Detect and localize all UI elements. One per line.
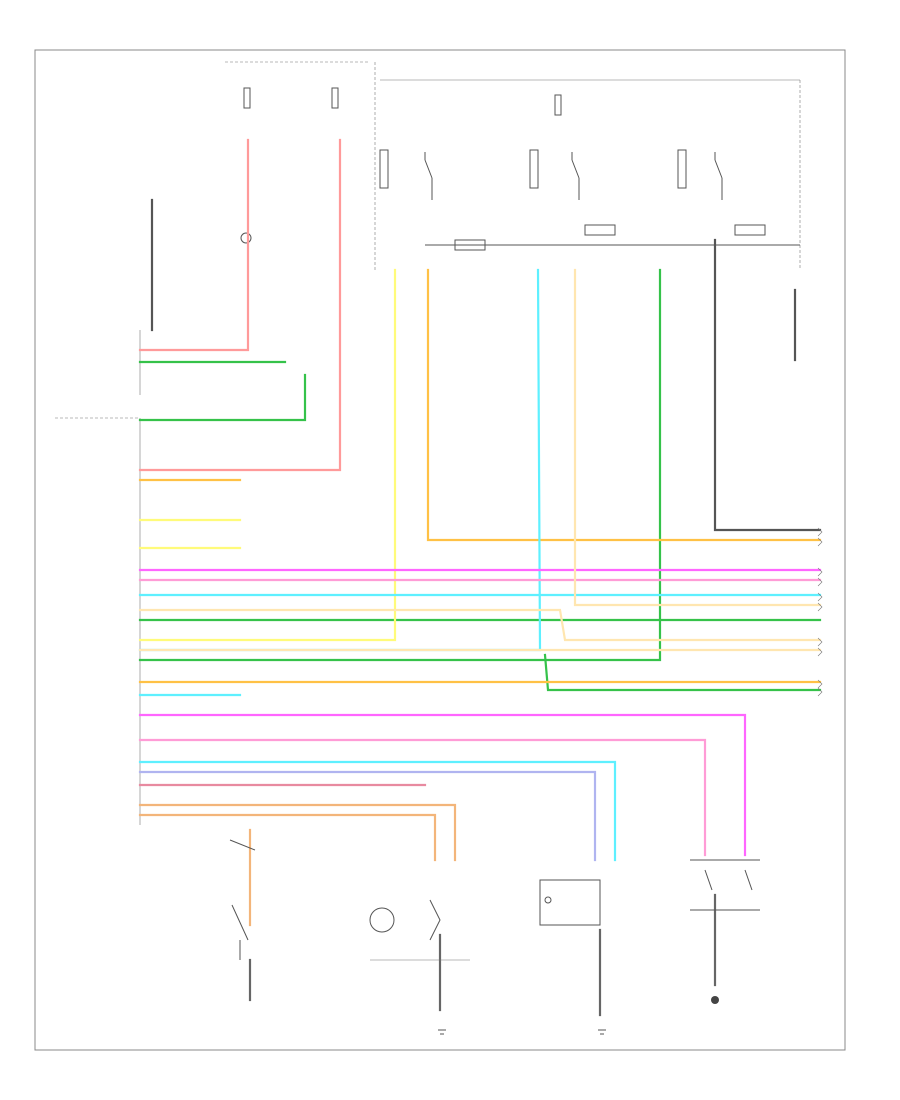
page-border xyxy=(34,49,846,1051)
wire-tan xyxy=(138,608,822,642)
relay-3 xyxy=(677,149,723,200)
relay-2 xyxy=(529,149,580,200)
wire-green xyxy=(543,653,822,692)
wire-cyan xyxy=(138,760,617,862)
relay-1 xyxy=(379,149,433,200)
module-connector-upper xyxy=(55,330,141,825)
bottom-components xyxy=(229,839,760,1035)
wire-yellow xyxy=(138,268,397,642)
wire-tan xyxy=(573,268,822,607)
fuse-block-section xyxy=(225,61,801,270)
wire-green xyxy=(138,373,307,422)
wire-red xyxy=(138,138,342,472)
wire-red xyxy=(138,138,250,352)
wire-group xyxy=(138,138,822,1017)
wire-lavender xyxy=(138,770,597,862)
wire-black xyxy=(713,238,822,532)
connector-ends-right xyxy=(817,527,823,697)
wire-peach xyxy=(138,813,437,862)
wire-orange xyxy=(426,268,822,542)
wire-magenta xyxy=(138,713,747,857)
wire-peach xyxy=(138,803,457,862)
wire-pink xyxy=(138,738,707,857)
wire-green xyxy=(138,268,662,662)
